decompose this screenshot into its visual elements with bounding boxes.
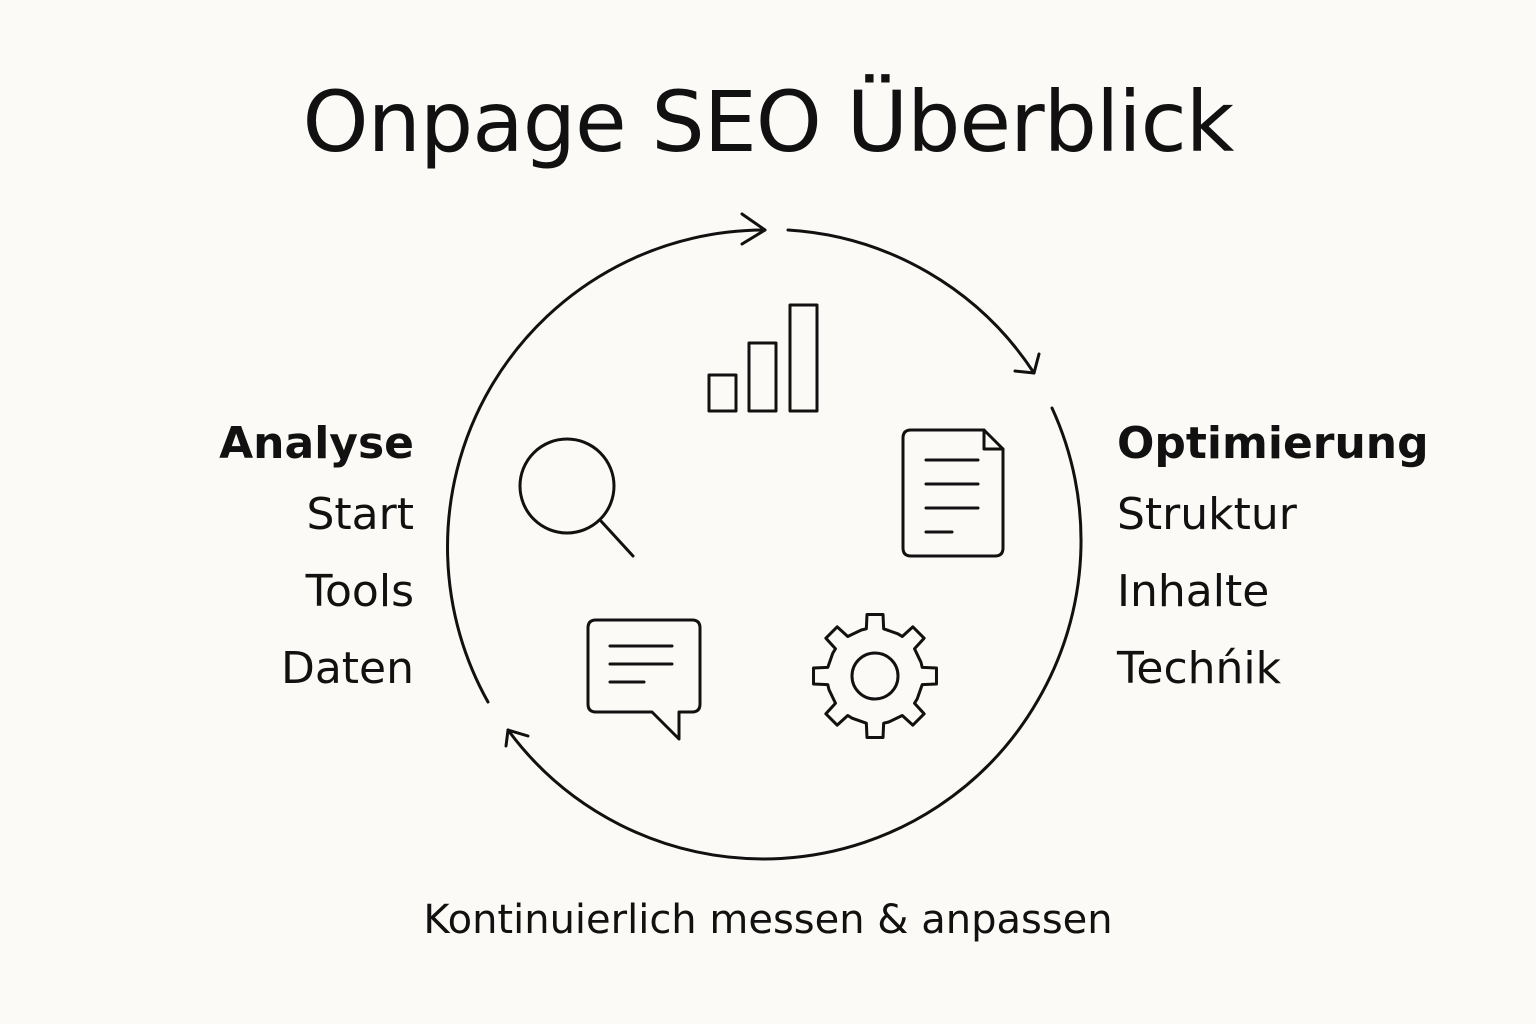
cycle-arrowhead-right (1013, 352, 1041, 375)
gear-icon (812, 613, 938, 739)
optimierung-item-struktur: Struktur (1117, 489, 1297, 540)
cycle-arc-top-left (446, 228, 767, 704)
cycle-arc-right (1036, 406, 1083, 702)
chat-bubble-icon (586, 618, 702, 741)
cycle-arc-top-right (786, 228, 1036, 375)
search-icon (518, 437, 635, 558)
optimierung-column: Optimierung Struktur Inhalte Techńik (1117, 412, 1429, 707)
page-title: Onpage SEO Überblick (302, 73, 1235, 171)
cycle-arrowhead-top (740, 212, 767, 246)
analyse-column: Analyse Start Tools Daten (219, 412, 414, 707)
analyse-item-start: Start (306, 489, 415, 540)
cycle-arrowhead-bottom (504, 728, 530, 748)
analyse-item-tools: Tools (305, 566, 414, 617)
bar-chart-icon (707, 303, 819, 413)
optimierung-item-inhalte: Inhalte (1117, 566, 1270, 617)
analyse-item-daten: Daten (280, 643, 414, 694)
optimierung-item-technik: Techńik (1117, 643, 1282, 694)
cycle-caption: Kontinuierlich messen & anpassen (423, 897, 1113, 943)
document-icon (901, 428, 1005, 558)
analyse-heading: Analyse (219, 418, 414, 469)
cycle-arc-bottom (506, 698, 1040, 861)
optimierung-heading: Optimierung (1117, 418, 1429, 469)
